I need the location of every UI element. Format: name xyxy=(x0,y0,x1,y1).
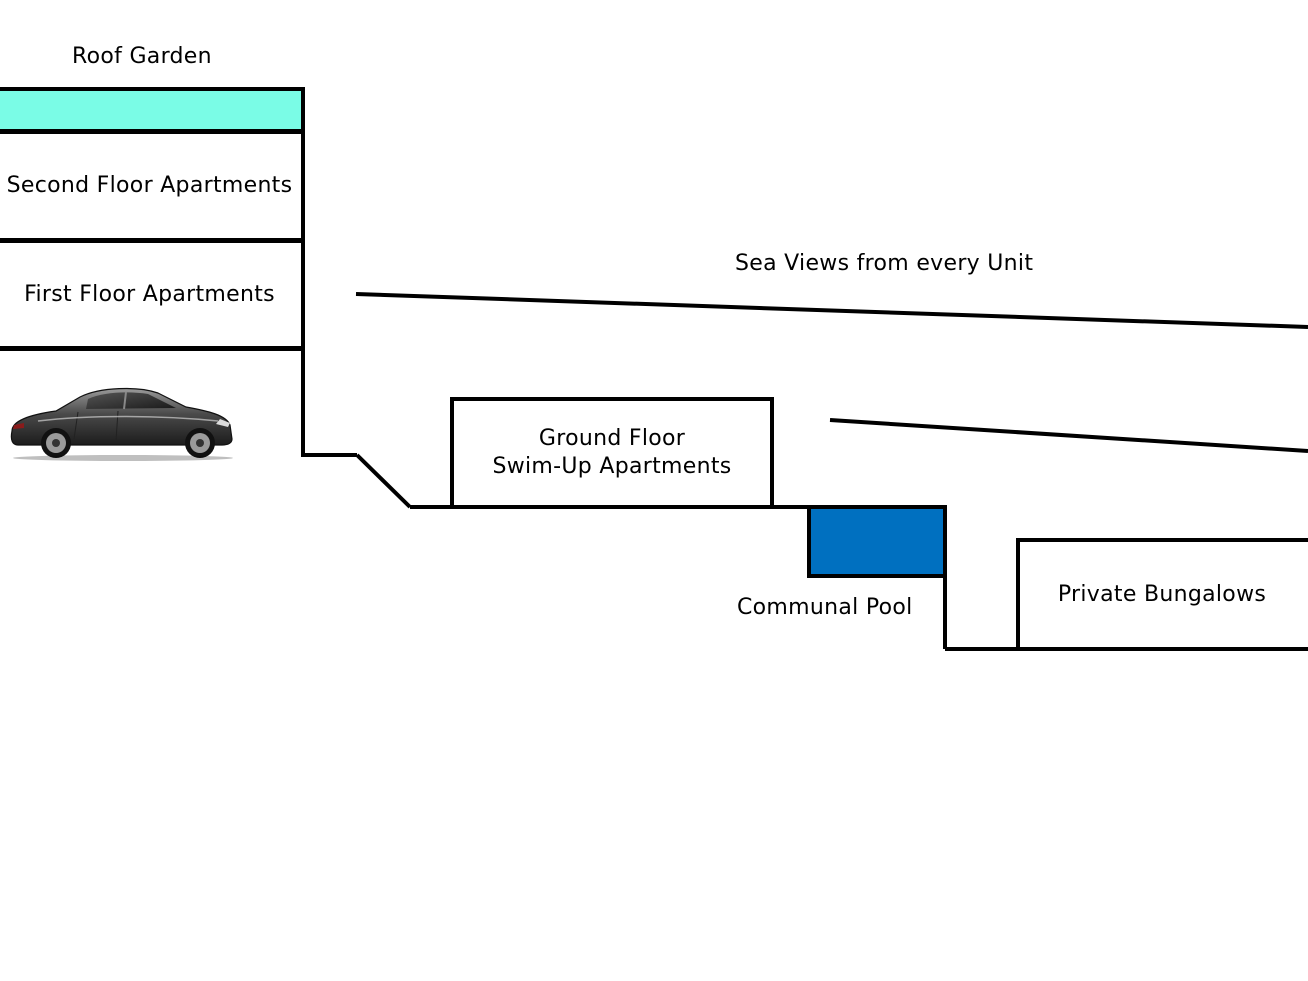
private-bungalows-block: Private Bungalows xyxy=(1016,538,1308,651)
roof-garden-label: Roof Garden xyxy=(72,44,212,69)
ground-floor-block: Ground Floor Swim-Up Apartments xyxy=(450,397,774,509)
sight-line-lower xyxy=(829,418,1308,453)
ground-floor-label-line2: Swim-Up Apartments xyxy=(492,454,732,479)
roof-garden-block xyxy=(0,87,305,133)
ground-floor-label-line1: Ground Floor xyxy=(538,426,686,451)
second-floor-block: Second Floor Apartments xyxy=(0,130,305,242)
second-floor-label: Second Floor Apartments xyxy=(6,173,293,198)
sea-views-label: Sea Views from every Unit xyxy=(735,251,1034,276)
first-floor-label: First Floor Apartments xyxy=(24,281,275,307)
private-bungalows-label: Private Bungalows xyxy=(1057,581,1267,607)
first-floor-block: First Floor Apartments xyxy=(0,239,305,350)
slope-line xyxy=(355,453,412,509)
parking-level-block xyxy=(0,347,305,461)
communal-pool-label: Communal Pool xyxy=(737,595,913,620)
communal-pool-block xyxy=(807,505,947,578)
car-icon xyxy=(10,387,233,461)
sight-line-upper xyxy=(355,292,1308,329)
